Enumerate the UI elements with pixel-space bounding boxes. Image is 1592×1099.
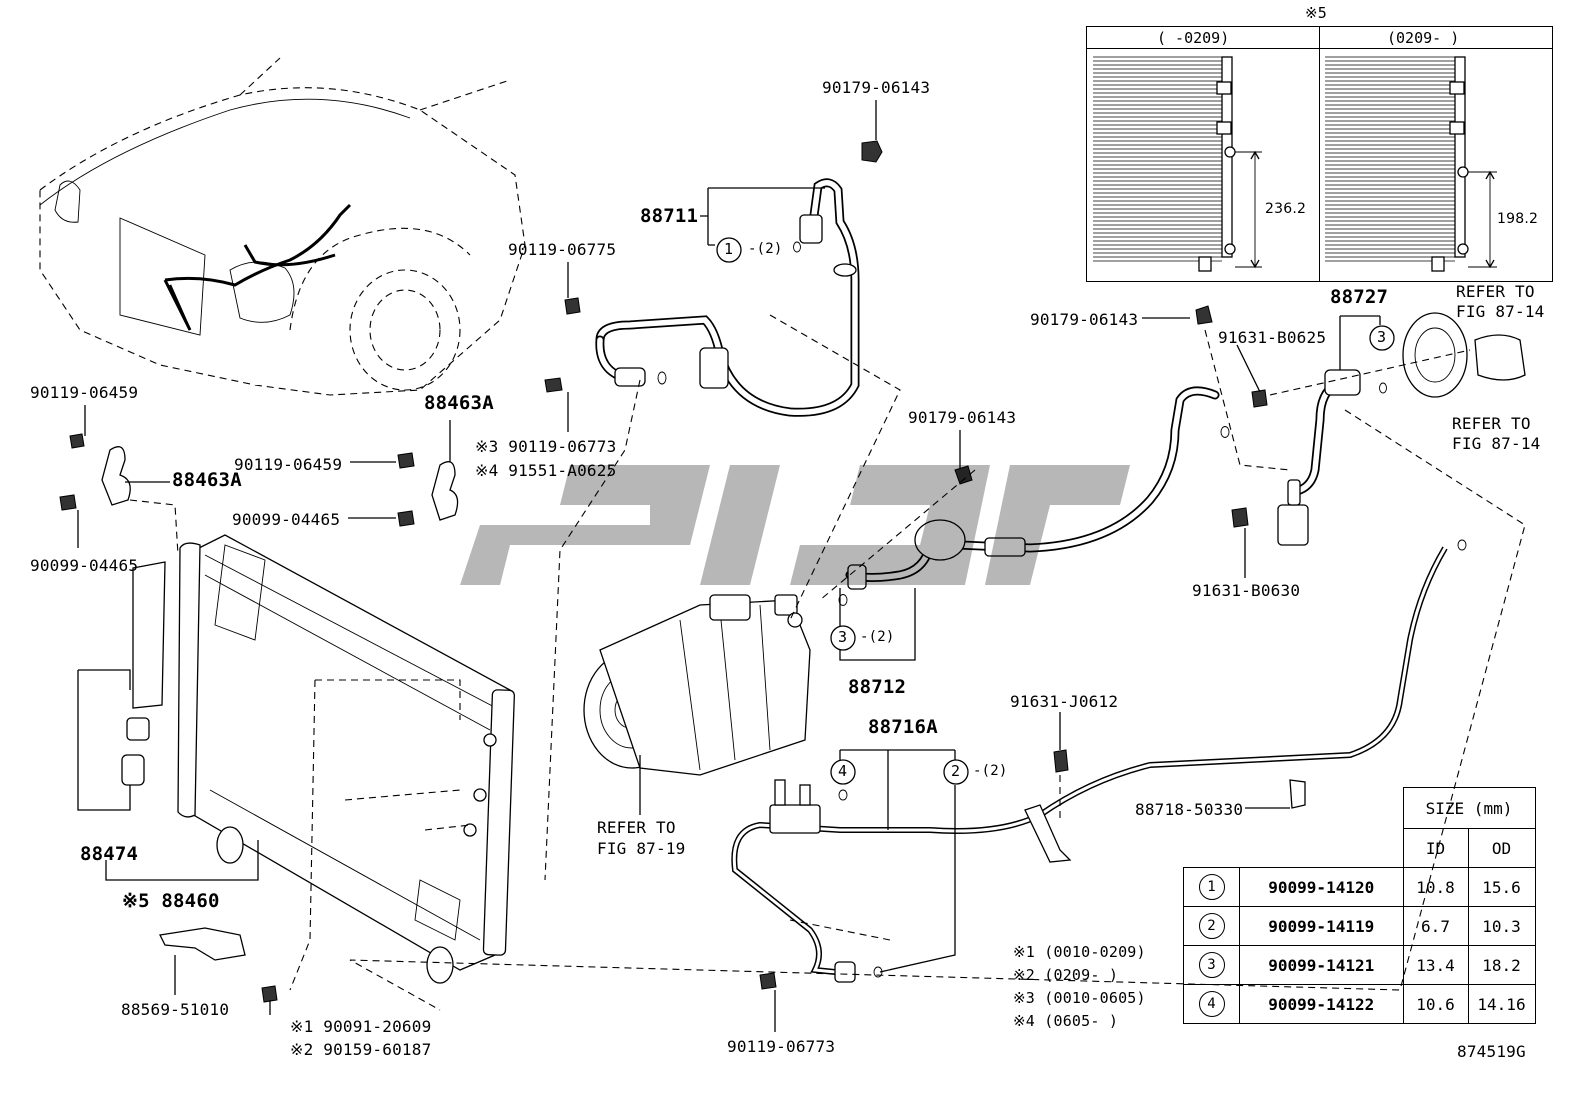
table-row-part: 90099-14119 <box>1239 906 1404 946</box>
label-refer-fig-87-14-b-line1: REFER TO <box>1452 414 1531 433</box>
label-refer-fig-87-19-line1: REFER TO <box>597 818 676 837</box>
label-88474: 88474 <box>80 843 139 865</box>
inset-condenser-drawings <box>1093 56 1497 272</box>
label-note3-90119-06773: ※3 90119-06773 <box>475 437 617 456</box>
circled-2-marker: 2 <box>951 762 961 780</box>
label-88727: 88727 <box>1330 286 1389 308</box>
label-88712: 88712 <box>848 676 907 698</box>
o-ring-size-table: SIZE (mm) ID OD 1 90099-14120 10.8 15.6 … <box>1183 787 1536 1024</box>
label-88460: ※5 88460 <box>122 890 220 912</box>
label-note4-91551-A0625: ※4 91551-A0625 <box>475 461 617 480</box>
table-row: 3 90099-14121 13.4 18.2 <box>1183 945 1536 985</box>
table-row-part: 90099-14122 <box>1239 984 1404 1024</box>
dashed-assembly-lines <box>129 314 1526 1011</box>
label-90099-04465-left: 90099-04465 <box>30 556 139 575</box>
label-90179-06143-top: 90179-06143 <box>822 78 931 97</box>
label-88711: 88711 <box>640 205 699 227</box>
label-90099-04465-mid: 90099-04465 <box>232 510 341 529</box>
table-row-od: 10.3 <box>1467 906 1536 946</box>
inset-right-header: (0209- ) <box>1387 29 1460 47</box>
table-row-id: 13.4 <box>1402 945 1469 985</box>
hose-88711 <box>595 178 860 417</box>
table-row-od: 15.6 <box>1467 867 1536 907</box>
label-91631-B0625: 91631-B0625 <box>1218 328 1327 347</box>
vehicle-sketch <box>39 57 526 396</box>
leader-lines <box>77 100 1381 1032</box>
footnote-4: ※4 (0605- ) <box>1013 1012 1119 1030</box>
label-88569-51010: 88569-51010 <box>121 1000 230 1019</box>
table-header-size: SIZE (mm) <box>1402 787 1536 829</box>
inset-mark: ※5 <box>1305 4 1327 22</box>
hardware <box>59 140 1306 1003</box>
label-91631-B0630: 91631-B0630 <box>1192 581 1301 600</box>
label-note1-90091-20609: ※1 90091-20609 <box>290 1017 432 1036</box>
label-90179-06143-right: 90179-06143 <box>1030 310 1139 329</box>
receiver-drawing <box>121 561 166 786</box>
circled-3-marker-right: 3 <box>1377 328 1387 346</box>
label-90119-06773-bottom: 90119-06773 <box>727 1037 836 1056</box>
table-row-number: 4 <box>1198 991 1225 1017</box>
label-88463A-left: 88463A <box>172 469 242 491</box>
hose-88712 <box>845 386 1220 590</box>
label-88712-ref: -(2) <box>860 629 895 645</box>
label-90119-06459-mid: 90119-06459 <box>234 455 343 474</box>
footnote-2: ※2 (0209- ) <box>1013 966 1119 984</box>
inset-right-dimension: 198.2 <box>1497 211 1539 227</box>
table-row-id: 10.8 <box>1402 867 1469 907</box>
table-row-part: 90099-14121 <box>1239 945 1404 985</box>
o-rings <box>657 241 1467 978</box>
table-row-part: 90099-14120 <box>1239 867 1404 907</box>
footnote-1: ※1 (0010-0209) <box>1013 943 1146 961</box>
table-row-id: 6.7 <box>1402 906 1469 946</box>
table-row-od: 14.16 <box>1467 984 1536 1024</box>
inset-divider <box>1319 27 1320 281</box>
label-88716A-ref: -(2) <box>973 763 1008 779</box>
circled-3-marker-left: 3 <box>838 628 848 646</box>
table-row: 4 90099-14122 10.6 14.16 <box>1183 984 1536 1024</box>
compressor-drawing <box>583 594 811 776</box>
liquid-pipe <box>1038 546 1448 818</box>
label-note2-90159-60187: ※2 90159-60187 <box>290 1040 432 1059</box>
label-refer-fig-87-19-line2: FIG 87-19 <box>597 839 686 858</box>
figure-id: 874519G <box>1457 1042 1526 1061</box>
circled-1-marker: 1 <box>724 240 734 258</box>
table-row-number: 3 <box>1198 952 1225 978</box>
table-subheader-row: ID OD <box>1183 828 1536 868</box>
label-refer-fig-87-14-a-line2: FIG 87-14 <box>1456 302 1545 321</box>
footnote-3: ※3 (0010-0605) <box>1013 989 1146 1007</box>
condenser-variant-inset: ( -0209) (0209- ) 236.2 198.2 <box>1086 26 1553 282</box>
table-row-od: 18.2 <box>1467 945 1536 985</box>
inset-left-header: ( -0209) <box>1157 29 1230 47</box>
label-88463A-right: 88463A <box>424 392 494 414</box>
label-90179-06143-mid: 90179-06143 <box>908 408 1017 427</box>
label-88716A: 88716A <box>868 716 938 738</box>
circled-4-marker: 4 <box>838 762 848 780</box>
label-refer-fig-87-14-b-line2: FIG 87-14 <box>1452 434 1541 453</box>
label-90119-06775: 90119-06775 <box>508 240 617 259</box>
table-row: 1 90099-14120 10.8 15.6 <box>1183 867 1536 907</box>
pipe-88716A <box>731 779 1072 983</box>
label-88718-50330: 88718-50330 <box>1135 800 1244 819</box>
label-refer-fig-87-14-a-line1: REFER TO <box>1456 282 1535 301</box>
table-row: 2 90099-14119 6.7 10.3 <box>1183 906 1536 946</box>
table-row-number: 2 <box>1198 913 1225 939</box>
table-header-row: SIZE (mm) <box>1184 787 1536 829</box>
label-91631-J0612: 91631-J0612 <box>1010 692 1119 711</box>
table-col-od: OD <box>1467 828 1536 868</box>
inset-left-dimension: 236.2 <box>1265 201 1307 217</box>
wiring-harness <box>168 284 192 331</box>
pipe-88727 <box>1277 312 1526 546</box>
table-row-number: 1 <box>1198 874 1225 900</box>
condenser-drawing <box>177 534 516 984</box>
circled-markers <box>716 237 1395 785</box>
table-col-id: ID <box>1402 828 1469 868</box>
label-88711-ref: -(2) <box>748 241 783 257</box>
table-row-id: 10.6 <box>1402 984 1469 1024</box>
label-90119-06459-left: 90119-06459 <box>30 383 139 402</box>
